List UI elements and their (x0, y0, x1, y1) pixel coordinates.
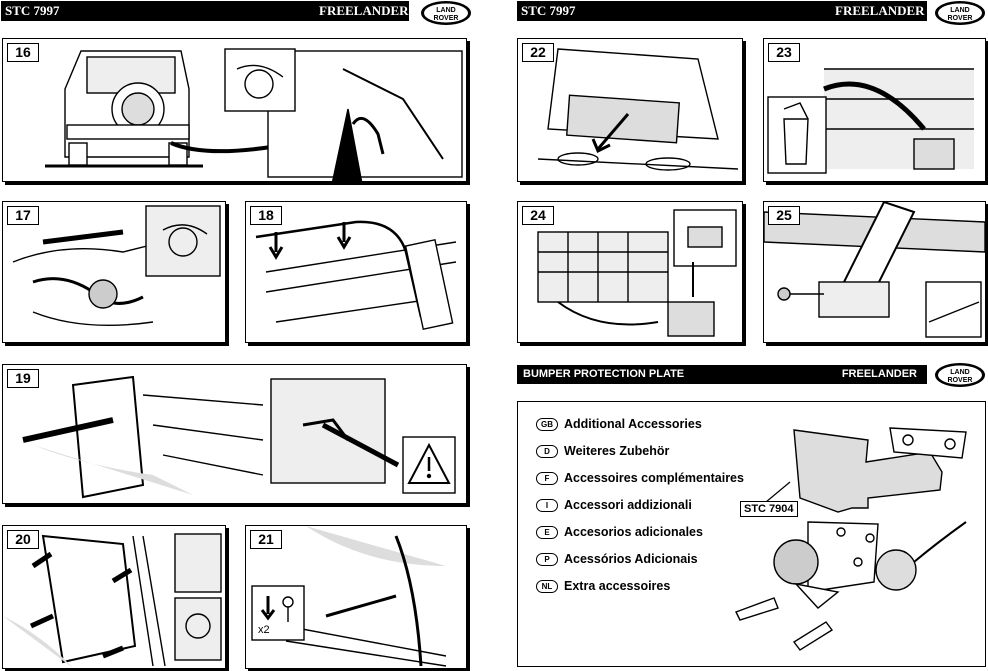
step-18-illustration: 18 (245, 201, 467, 343)
model-name: FREELANDER (835, 3, 925, 18)
step-number: 18 (250, 206, 282, 225)
svg-text:LAND: LAND (950, 7, 969, 14)
language-code: F (536, 471, 558, 485)
step-21-illustration: 21 x2 (245, 525, 467, 669)
section-title: BUMPER PROTECTION PLATE (523, 368, 685, 380)
list-item: D Weiteres Zubehör (536, 444, 669, 458)
step-20-illustration: 20 (2, 525, 226, 669)
accessory-label: Accessori addizionali (564, 498, 692, 512)
section-header: BUMPER PROTECTION PLATE FREELANDER (517, 365, 927, 384)
page-header-left: STC 7997 FREELANDER (1, 1, 409, 21)
language-code: D (536, 444, 558, 458)
language-code: P (536, 552, 558, 566)
list-item: NL Extra accessoires (536, 579, 670, 593)
language-code: GB (536, 417, 558, 431)
step-23-illustration: 23 (763, 38, 986, 182)
svg-text:LAND: LAND (950, 369, 969, 376)
accessory-label: Extra accessoires (564, 579, 671, 593)
svg-text:ROVER: ROVER (948, 15, 973, 22)
accessory-label: Additional Accessories (564, 417, 702, 431)
document-code: STC 7997 (521, 3, 576, 18)
accessory-label: Weiteres Zubehör (564, 444, 670, 458)
step-22-illustration: 22 (517, 38, 743, 182)
list-item: E Accesorios adicionales (536, 525, 703, 539)
step-19-illustration: 19 (2, 364, 467, 504)
step-number: 25 (768, 206, 800, 225)
step-number: 17 (7, 206, 39, 225)
step-number: 20 (7, 530, 39, 549)
step-number: 16 (7, 43, 39, 62)
accessories-panel: GB Additional Accessories D Weiteres Zub… (517, 401, 986, 667)
accessory-label: Accesorios adicionales (564, 525, 703, 539)
page-header-right: STC 7997 FREELANDER (517, 1, 927, 21)
step-number: 21 (250, 530, 282, 549)
list-item: I Accessori addizionali (536, 498, 692, 512)
part-callout: STC 7904 (740, 501, 798, 517)
language-code: NL (536, 579, 558, 593)
step-number: 19 (7, 369, 39, 388)
fastener-quantity: x2 (258, 624, 270, 636)
step-number: 24 (522, 206, 554, 225)
list-item: GB Additional Accessories (536, 417, 702, 431)
section-model: FREELANDER (841, 368, 917, 380)
logo-line-2: ROVER (434, 15, 459, 22)
step-number: 23 (768, 43, 800, 62)
language-code: E (536, 525, 558, 539)
tow-ball-parts-illustration (735, 427, 967, 651)
step-16-illustration: 16 (2, 38, 467, 182)
svg-text:ROVER: ROVER (948, 377, 973, 384)
step-17-illustration: 17 (2, 201, 226, 343)
document-code: STC 7997 (5, 3, 60, 18)
model-name: FREELANDER (319, 3, 409, 18)
accessory-label: Accessoires complémentaires (564, 471, 744, 485)
step-25-illustration: 25 (763, 201, 986, 343)
list-item: P Acessórios Adicionais (536, 552, 698, 566)
step-24-illustration: 24 (517, 201, 743, 343)
accessory-label: Acessórios Adicionais (564, 552, 698, 566)
step-number: 22 (522, 43, 554, 62)
language-code: I (536, 498, 558, 512)
logo-line-1: LAND (436, 7, 455, 14)
list-item: F Accessoires complémentaires (536, 471, 744, 485)
